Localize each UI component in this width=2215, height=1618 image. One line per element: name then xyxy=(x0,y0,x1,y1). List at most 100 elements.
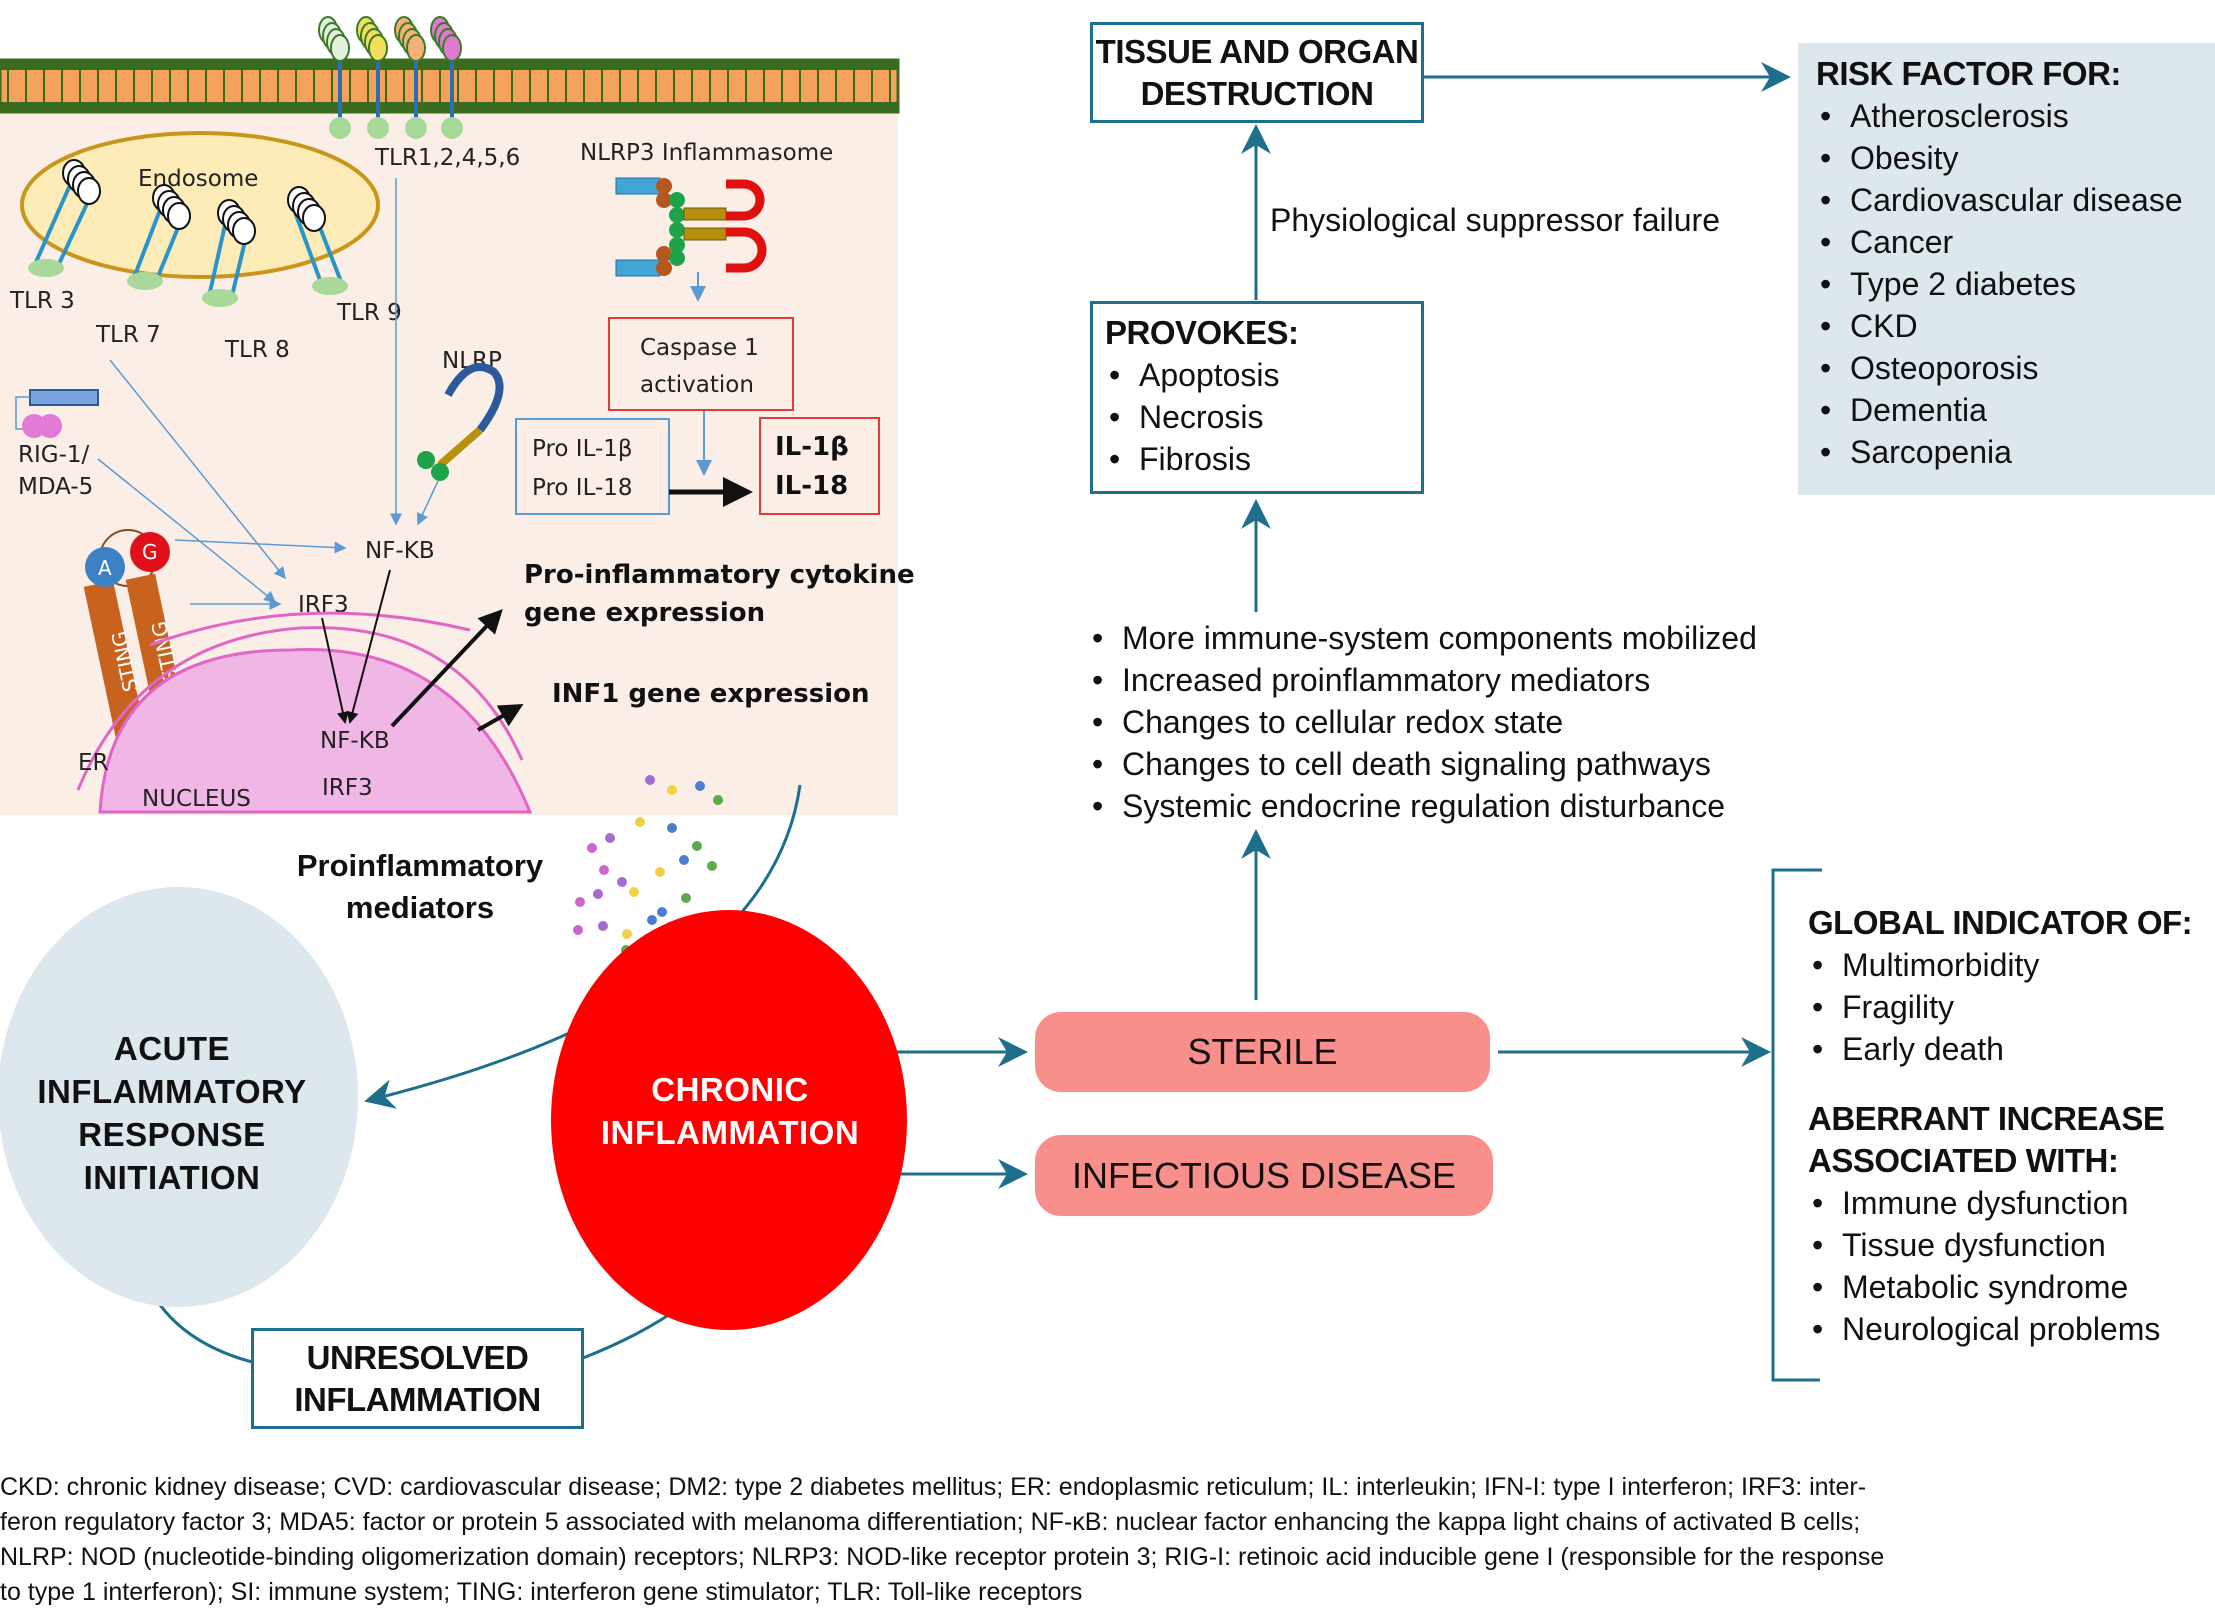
tlr-domain xyxy=(302,204,326,232)
tissue-line-1: TISSUE AND ORGAN xyxy=(1095,33,1419,70)
chronic-inflammation: CHRONIC INFLAMMATION xyxy=(560,1068,900,1154)
surface-tlr-receptors xyxy=(318,16,463,139)
risk-factor-item: Cardiovascular disease xyxy=(1816,179,2215,221)
cytokine-expression-arrow xyxy=(390,609,503,728)
acute-line-4: INITIATION xyxy=(83,1159,261,1196)
risk-factor-title: RISK FACTOR FOR: xyxy=(1816,55,2121,92)
tlr-domain xyxy=(167,202,191,230)
infectious-disease-label: INFECTIOUS DISEASE xyxy=(1071,1154,1457,1196)
inf1-expression-arrow xyxy=(477,704,524,732)
risk-factor-item: Atherosclerosis xyxy=(1816,95,2215,137)
cell-panel: TLR1,2,4,5,6 Endosome TLR 3 TLR 7 TLR 8 … xyxy=(0,16,915,815)
footnote-line: CKD: chronic kidney disease; CVD: cardio… xyxy=(0,1473,1867,1501)
footnote-line: feron regulatory factor 3; MDA5: factor … xyxy=(0,1508,1861,1536)
footnote-line: to type 1 interferon); SI: immune system… xyxy=(0,1578,1083,1606)
sterile-label: STERILE xyxy=(1187,1031,1338,1072)
proinflammatory-mediator-dots xyxy=(573,775,723,955)
tlr-cytoplasmic-domain xyxy=(441,117,463,139)
risk-factor-item: Dementia xyxy=(1816,389,2215,431)
mediator-dot xyxy=(635,817,645,827)
tlr-stalk xyxy=(56,192,94,267)
rig1-mda5-icon xyxy=(15,389,99,438)
global-indicator-list: Multimorbidity Fragility Early death xyxy=(1808,944,2192,1070)
sting-g-label: G xyxy=(142,540,158,564)
mediator-dot xyxy=(622,929,632,939)
nucleus-label: NUCLEUS xyxy=(142,786,251,812)
mediator-dot xyxy=(679,855,689,865)
caspase-label-line1: Caspase 1 xyxy=(640,335,759,361)
endosome xyxy=(20,131,380,279)
mediator-dot xyxy=(573,925,583,935)
pro-il-line2: Pro IL-18 xyxy=(532,475,633,501)
signaling-arrows xyxy=(97,178,439,610)
mediator-dot xyxy=(713,795,723,805)
mediator-dot xyxy=(598,921,608,931)
tlr9-label: TLR 9 xyxy=(336,300,402,326)
caspase-label-line2: activation xyxy=(640,372,754,398)
chronic-line-1: CHRONIC xyxy=(651,1071,809,1108)
global-indicator-panel: GLOBAL INDICATOR OF: Multimorbidity Frag… xyxy=(1808,902,2193,1350)
mediator-dot xyxy=(667,785,677,795)
mediator-dot xyxy=(629,887,639,897)
risk-factor-item: Obesity xyxy=(1816,137,2215,179)
tissue-destruction-box: TISSUE AND ORGAN DESTRUCTION xyxy=(1090,22,1424,123)
global-bracket xyxy=(1771,868,1822,1382)
tlr-domain xyxy=(442,34,462,62)
nlrp3-inflammasome-icon xyxy=(615,177,767,277)
tlr-domain xyxy=(406,34,426,62)
mediator-dot xyxy=(599,865,609,875)
provokes-item: Apoptosis xyxy=(1105,354,1421,396)
cytokine-label-line1: Pro-inflammatory cytokine xyxy=(524,560,915,590)
aberrant-item: Metabolic syndrome xyxy=(1808,1266,2192,1308)
tlr-domain xyxy=(232,217,256,245)
il-line1: IL-1β xyxy=(775,432,849,462)
tlr-cytoplasmic-domain xyxy=(202,289,238,307)
tlr-stalk xyxy=(293,211,322,281)
nucleus-irf3-label: IRF3 xyxy=(322,775,373,801)
endoplasmic-reticulum xyxy=(76,626,524,791)
tlr-cytoplasmic-domain xyxy=(312,277,348,295)
effects-list: More immune-system components mobilized … xyxy=(1088,617,1757,827)
provokes-title: PROVOKES: xyxy=(1105,314,1299,351)
mediator-dot xyxy=(657,907,667,917)
sterile-box: STERILE xyxy=(1035,1012,1490,1092)
unresolved-inflammation-box: UNRESOLVED INFLAMMATION xyxy=(251,1328,584,1429)
mediator-dot xyxy=(647,915,657,925)
rig1-label-line1: RIG-1/ xyxy=(18,442,90,468)
risk-factor-list: Atherosclerosis Obesity Cardiovascular d… xyxy=(1816,95,2215,473)
rig1-label-line2: MDA-5 xyxy=(18,474,93,500)
provokes-list: Apoptosis Necrosis Fibrosis xyxy=(1105,354,1421,480)
acute-ellipse xyxy=(0,887,358,1307)
chronic-line-2: INFLAMMATION xyxy=(600,1114,860,1151)
tlr-cytoplasmic-domain xyxy=(405,117,427,139)
mediator-dot xyxy=(617,877,627,887)
global-indicator-item: Multimorbidity xyxy=(1808,944,2192,986)
mediator-dot xyxy=(575,897,585,907)
tlr-domain xyxy=(77,177,101,205)
mediator-dot xyxy=(681,893,691,903)
effects-panel: More immune-system components mobilized … xyxy=(1088,617,1757,827)
tlr7-label: TLR 7 xyxy=(95,322,161,348)
provokes-item: Fibrosis xyxy=(1105,438,1421,480)
tlr3-label: TLR 3 xyxy=(9,288,75,314)
effects-item: Changes to cellular redox state xyxy=(1088,701,1757,743)
er-fold xyxy=(149,611,471,647)
mediators-label-line2: mediators xyxy=(345,890,495,925)
tlr-stalk xyxy=(315,219,344,285)
risk-factor-item: Type 2 diabetes xyxy=(1816,263,2215,305)
provokes-box: PROVOKES: Apoptosis Necrosis Fibrosis xyxy=(1090,301,1424,494)
risk-factor-item: Osteoporosis xyxy=(1816,347,2215,389)
tlr-stalk xyxy=(34,184,72,263)
pro-il-box xyxy=(515,418,670,515)
risk-factor-panel: RISK FACTOR FOR: Atherosclerosis Obesity… xyxy=(1798,43,2215,495)
inf1-label: INF1 gene expression xyxy=(552,679,869,709)
effects-item: Increased proinflammatory mediators xyxy=(1088,659,1757,701)
mediator-dot xyxy=(667,823,677,833)
nfkb-label: NF-KB xyxy=(365,538,435,564)
tlr-cytoplasmic-domain xyxy=(367,117,389,139)
mediators-label: Proinflammatory mediators xyxy=(270,845,570,929)
aberrant-item: Tissue dysfunction xyxy=(1808,1224,2192,1266)
pro-il-line1: Pro IL-1β xyxy=(532,436,633,462)
effects-item: Systemic endocrine regulation disturbanc… xyxy=(1088,785,1757,827)
risk-factor-item: Cancer xyxy=(1816,221,2215,263)
